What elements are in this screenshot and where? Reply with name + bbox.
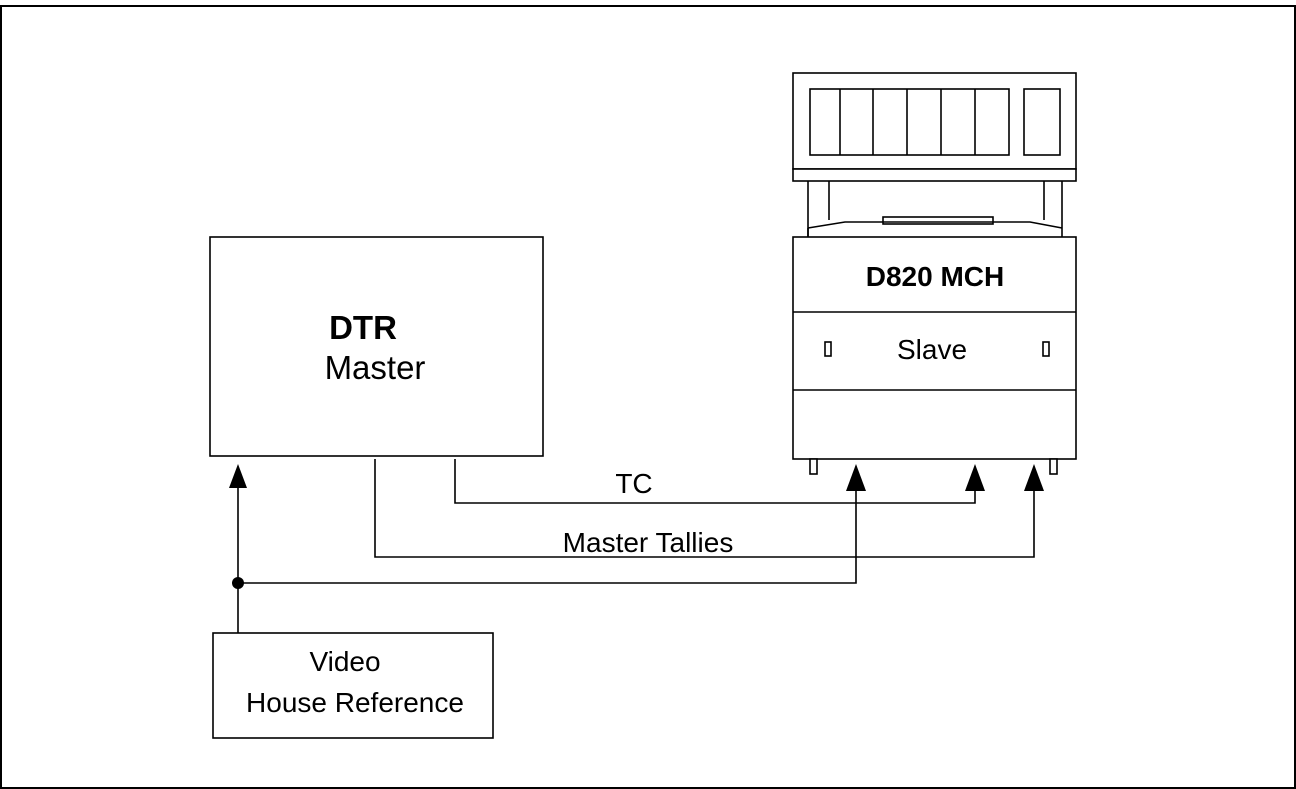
dtr-title: DTR — [329, 309, 397, 346]
video-reference-rect — [212, 632, 494, 739]
video-reference-line2: House Reference — [246, 687, 464, 718]
indicator-light-right — [1042, 341, 1050, 357]
tc-line — [454, 459, 976, 504]
dtr-master-box: DTR Master — [209, 236, 544, 457]
meter-base — [792, 168, 1077, 182]
tape-path — [807, 221, 1063, 229]
d820-title: D820 MCH — [866, 261, 1004, 292]
tallies-label: Master Tallies — [563, 527, 734, 558]
reference-to-d820-line — [238, 489, 857, 584]
d820-body — [792, 236, 1077, 460]
dtr-master-rect — [209, 236, 544, 457]
reference-arrow-dtr — [229, 464, 247, 488]
tape-head — [882, 216, 994, 225]
d820-device: D820 MCH Slave — [792, 72, 1077, 475]
outer-frame — [0, 5, 1296, 789]
d820-subtitle: Slave — [897, 334, 967, 365]
tc-label: TC — [615, 468, 652, 499]
tallies-line — [374, 459, 1035, 558]
foot-right — [1049, 458, 1058, 475]
indicator-light-left — [824, 341, 832, 357]
meter-single — [1023, 88, 1061, 156]
tc-arrow — [965, 464, 985, 491]
meter-bank — [809, 88, 1010, 156]
reference-arrow-d820 — [846, 464, 866, 491]
dtr-subtitle: Master — [325, 349, 426, 386]
video-reference-box: Video House Reference — [212, 632, 494, 739]
tallies-arrow — [1024, 464, 1044, 491]
foot-left — [809, 458, 818, 475]
video-reference-line1: Video — [309, 646, 380, 677]
